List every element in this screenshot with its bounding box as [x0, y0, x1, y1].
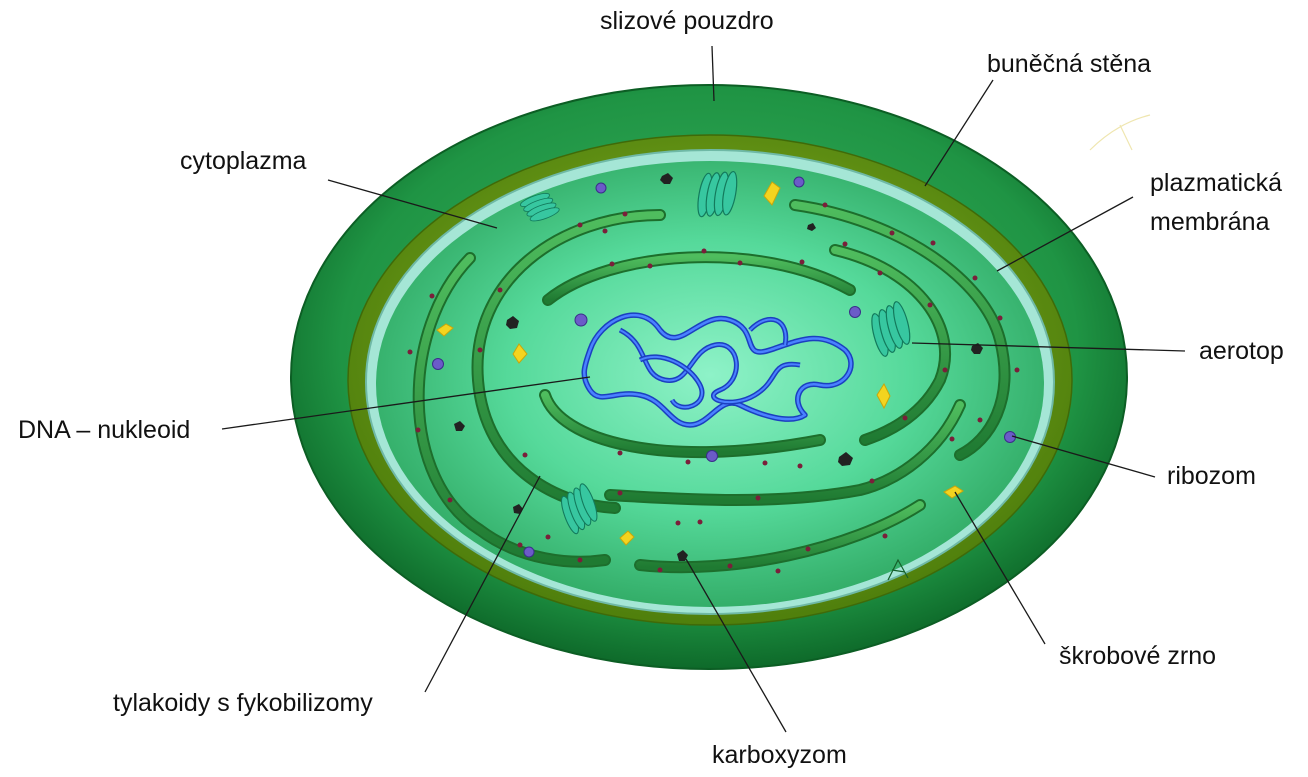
label-cell-wall: buněčná stěna [987, 49, 1151, 79]
label-slime-capsule: slizové pouzdro [600, 6, 774, 36]
label-aerotope: aerotop [1199, 336, 1284, 366]
label-plasma-membrane-line2: membrána [1150, 207, 1270, 237]
label-starch-grain: škrobové zrno [1059, 641, 1216, 671]
label-dna-nucleoid: DNA – nukleoid [18, 415, 190, 445]
label-plasma-membrane-line1: plazmatická [1150, 168, 1282, 198]
decorative-sketch [1090, 115, 1150, 150]
label-carboxysome: karboxyzom [712, 740, 847, 770]
label-cytoplasm: cytoplazma [180, 146, 306, 176]
label-thylakoids: tylakoidy s fykobilizomy [113, 688, 373, 718]
label-ribosome: ribozom [1167, 461, 1256, 491]
